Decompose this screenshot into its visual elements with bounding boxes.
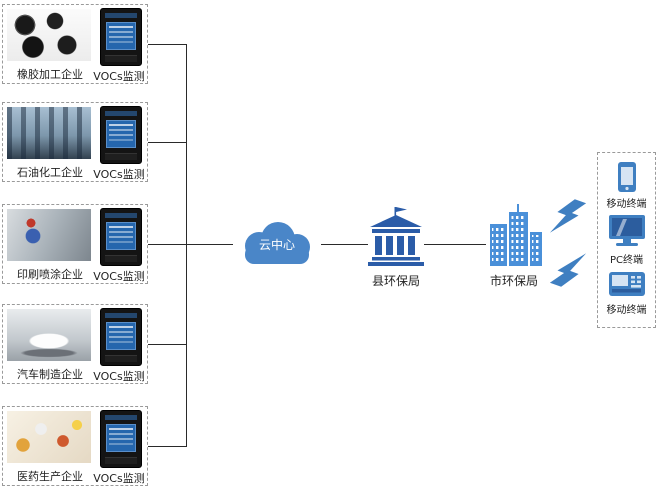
bus-line: [186, 44, 187, 447]
terminal-label: 移动终端: [606, 199, 647, 210]
device-base: [105, 255, 137, 262]
terminals-group-box: 移动终端 PC终端 移动终端: [597, 152, 656, 328]
city-bureau-label: 市环保局: [489, 274, 538, 288]
vocs-monitor-label: VOCs监测: [93, 472, 145, 485]
terminal-label: 移动终端: [606, 305, 647, 316]
line-county-to-city: [424, 244, 486, 245]
device-title-bar: [105, 13, 137, 18]
vocs-monitor-label: VOCs监测: [93, 270, 145, 283]
device-base: [105, 355, 137, 362]
county-bureau-label: 县环保局: [371, 274, 420, 288]
device-screen: [106, 424, 136, 452]
cloud-center: 云中心: [233, 218, 321, 270]
device-screen: [106, 222, 136, 250]
enterprise-label: 医药生产企业: [17, 470, 83, 483]
cloud-icon: [245, 222, 310, 264]
vocs-monitor-device: [100, 410, 142, 468]
enterprise-label: 石油化工企业: [17, 166, 83, 179]
enterprise-box-printing: 印刷喷涂企业 VOCs监测: [2, 204, 148, 284]
vocs-monitor-label: VOCs监测: [93, 370, 145, 383]
vocs-monitor-label: VOCs监测: [93, 168, 145, 181]
line-bus-to-cloud: [186, 244, 233, 245]
device-base: [105, 153, 137, 160]
connector-line-rubber: [148, 44, 186, 45]
device-screen: [106, 120, 136, 148]
enterprise-label: 橡胶加工企业: [17, 68, 83, 81]
smartphone-icon: [598, 161, 655, 193]
pharmaceutical-pills-photo: [7, 411, 91, 463]
device-screen: [106, 322, 136, 350]
enterprise-box-pharmaceutical: 医药生产企业 VOCs监测: [2, 406, 148, 486]
device-base: [105, 55, 137, 62]
device-title-bar: [105, 111, 137, 116]
handheld-terminal-icon: [598, 271, 655, 297]
rubber-factory-photo: [7, 9, 91, 61]
enterprise-box-rubber: 橡胶加工企业 VOCs监测: [2, 4, 148, 84]
government-building-icon: [368, 207, 424, 266]
terminal-label: PC终端: [609, 255, 643, 266]
device-screen: [106, 22, 136, 50]
printing-spraying-photo: [7, 209, 91, 261]
enterprise-label: 汽车制造企业: [17, 368, 83, 381]
enterprise-box-automobile: 汽车制造企业 VOCs监测: [2, 304, 148, 384]
vocs-monitor-device: [100, 106, 142, 164]
connector-line-printing: [148, 244, 186, 245]
vocs-monitor-device: [100, 8, 142, 66]
desktop-computer-icon: [598, 214, 655, 248]
enterprise-box-petrochemical: 石油化工企业 VOCs监测: [2, 102, 148, 182]
vocs-monitor-label: VOCs监测: [93, 70, 145, 83]
device-title-bar: [105, 213, 137, 218]
vocs-monitor-device: [100, 208, 142, 266]
connector-line-automobile: [148, 344, 186, 345]
automobile-factory-photo: [7, 309, 91, 361]
lightning-bolts-icon: [549, 199, 587, 287]
city-buildings-icon: [490, 204, 542, 266]
cloud-label: 云中心: [258, 238, 295, 252]
device-base: [105, 457, 137, 464]
line-cloud-to-county: [321, 244, 368, 245]
connector-line-pharmaceutical: [148, 446, 186, 447]
petrochemical-plant-photo: [7, 107, 91, 159]
device-title-bar: [105, 415, 137, 420]
vocs-monitor-device: [100, 308, 142, 366]
connector-line-petrochemical: [148, 142, 186, 143]
enterprise-label: 印刷喷涂企业: [17, 268, 83, 281]
device-title-bar: [105, 313, 137, 318]
